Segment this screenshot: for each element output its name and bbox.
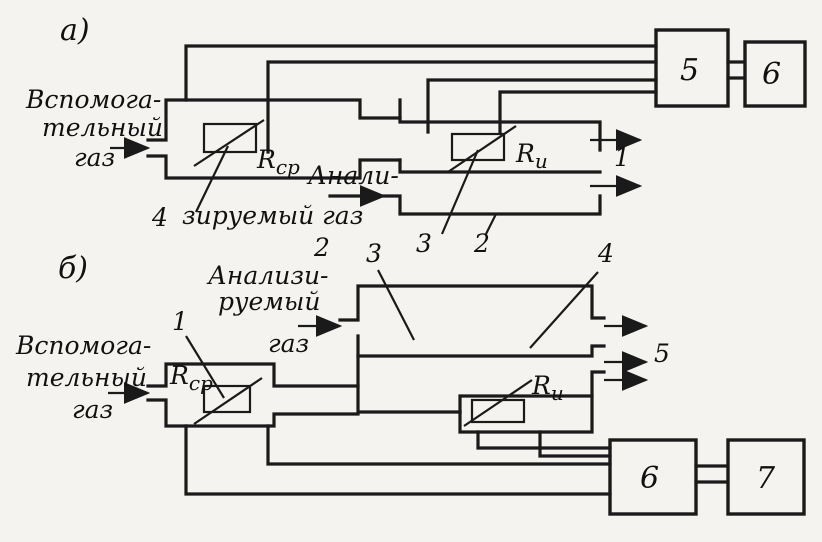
- analyzed-gas-b-line3: газ: [268, 329, 309, 358]
- analyzed-gas-a-line2: зируемый газ: [182, 201, 363, 230]
- wire-a-1: [184, 44, 658, 102]
- wire-a-2: [266, 60, 658, 154]
- wire-b-4: [538, 430, 612, 458]
- leader-a-3: [440, 149, 480, 235]
- num-a-1: 1: [614, 143, 630, 172]
- r-meas-a-label: Rи: [515, 139, 548, 173]
- block-6-b: [608, 438, 698, 516]
- resistor-ref-b-slash: [193, 377, 263, 425]
- aux-gas-a-line1: Вспомога-: [25, 85, 161, 114]
- r-ref-a-label: Rср: [256, 145, 300, 179]
- part-b: б) 6 7 Rср Rи: [15, 233, 806, 516]
- analyzed-gas-b-line2: руемый: [218, 287, 321, 316]
- leader-b-4: [529, 271, 599, 349]
- num-b-5: 5: [654, 339, 670, 368]
- block-7-label: 7: [756, 461, 776, 496]
- num-b-1: 1: [172, 307, 188, 336]
- wire-a-4: [498, 90, 658, 134]
- ref-chamber-b-top: [146, 362, 360, 388]
- wire-b-2: [266, 424, 612, 466]
- wire-a-3: [426, 78, 658, 134]
- wire-b-1: [184, 424, 612, 496]
- block-6-b-label: 6: [640, 461, 659, 496]
- resistor-ref-a-slash: [193, 119, 265, 167]
- meas-chamber-b-bottom: [458, 394, 594, 434]
- block-6-a: [743, 40, 807, 108]
- aux-gas-b-line3: газ: [72, 395, 113, 424]
- block-6-a-label: 6: [762, 57, 781, 92]
- aux-gas-a-line3: газ: [74, 143, 115, 172]
- part-b-tag: б): [58, 251, 88, 286]
- num-a-2: 2: [473, 229, 490, 258]
- mix-chamber-mid: [356, 334, 606, 358]
- meas-chamber-bottom: [328, 194, 602, 216]
- num-b-2: 2: [313, 233, 330, 262]
- num-a-4: 4: [151, 203, 168, 232]
- num-a-3: 3: [416, 229, 432, 258]
- resistor-ref-a: [202, 122, 258, 154]
- part-a: а) 5 6 Rср Rи: [25, 13, 807, 258]
- resistor-ref-b: [202, 384, 252, 414]
- resistor-meas-b: [470, 398, 526, 424]
- block-7: [726, 438, 806, 516]
- analyzed-gas-b-line1: Анализи-: [206, 261, 329, 290]
- meas-chamber-top: [398, 98, 602, 152]
- aux-gas-a-line2: тельный: [42, 113, 163, 142]
- block-5-label: 5: [680, 53, 699, 88]
- resistor-meas-a-slash: [447, 125, 517, 173]
- leader-a-2: [485, 213, 497, 235]
- ref-chamber-bottom: [146, 154, 402, 180]
- analyzed-gas-a-line1: Анали-: [306, 161, 399, 190]
- resistor-meas-a: [450, 132, 506, 162]
- resistor-meas-b-slash: [463, 379, 533, 427]
- leader-b-3: [377, 269, 415, 341]
- num-b-4: 4: [597, 239, 614, 268]
- block-5: [654, 28, 730, 108]
- r-meas-b-label: Rи: [531, 371, 564, 405]
- r-ref-b-label: Rср: [169, 361, 213, 395]
- wire-b-3: [476, 430, 612, 450]
- ref-chamber-b-bottom: [146, 398, 360, 428]
- aux-gas-b-line1: Вспомога-: [15, 331, 151, 360]
- leader-b-1: [185, 335, 225, 399]
- aux-gas-b-line2: тельный: [26, 363, 147, 392]
- leader-a-4: [195, 145, 229, 213]
- mix-chamber-left: [356, 354, 462, 414]
- meas-chamber-mid: [398, 158, 602, 174]
- mix-chamber-top: [338, 284, 606, 322]
- part-a-tag: а): [60, 13, 90, 48]
- ref-chamber-top: [146, 98, 402, 142]
- num-b-3: 3: [366, 239, 382, 268]
